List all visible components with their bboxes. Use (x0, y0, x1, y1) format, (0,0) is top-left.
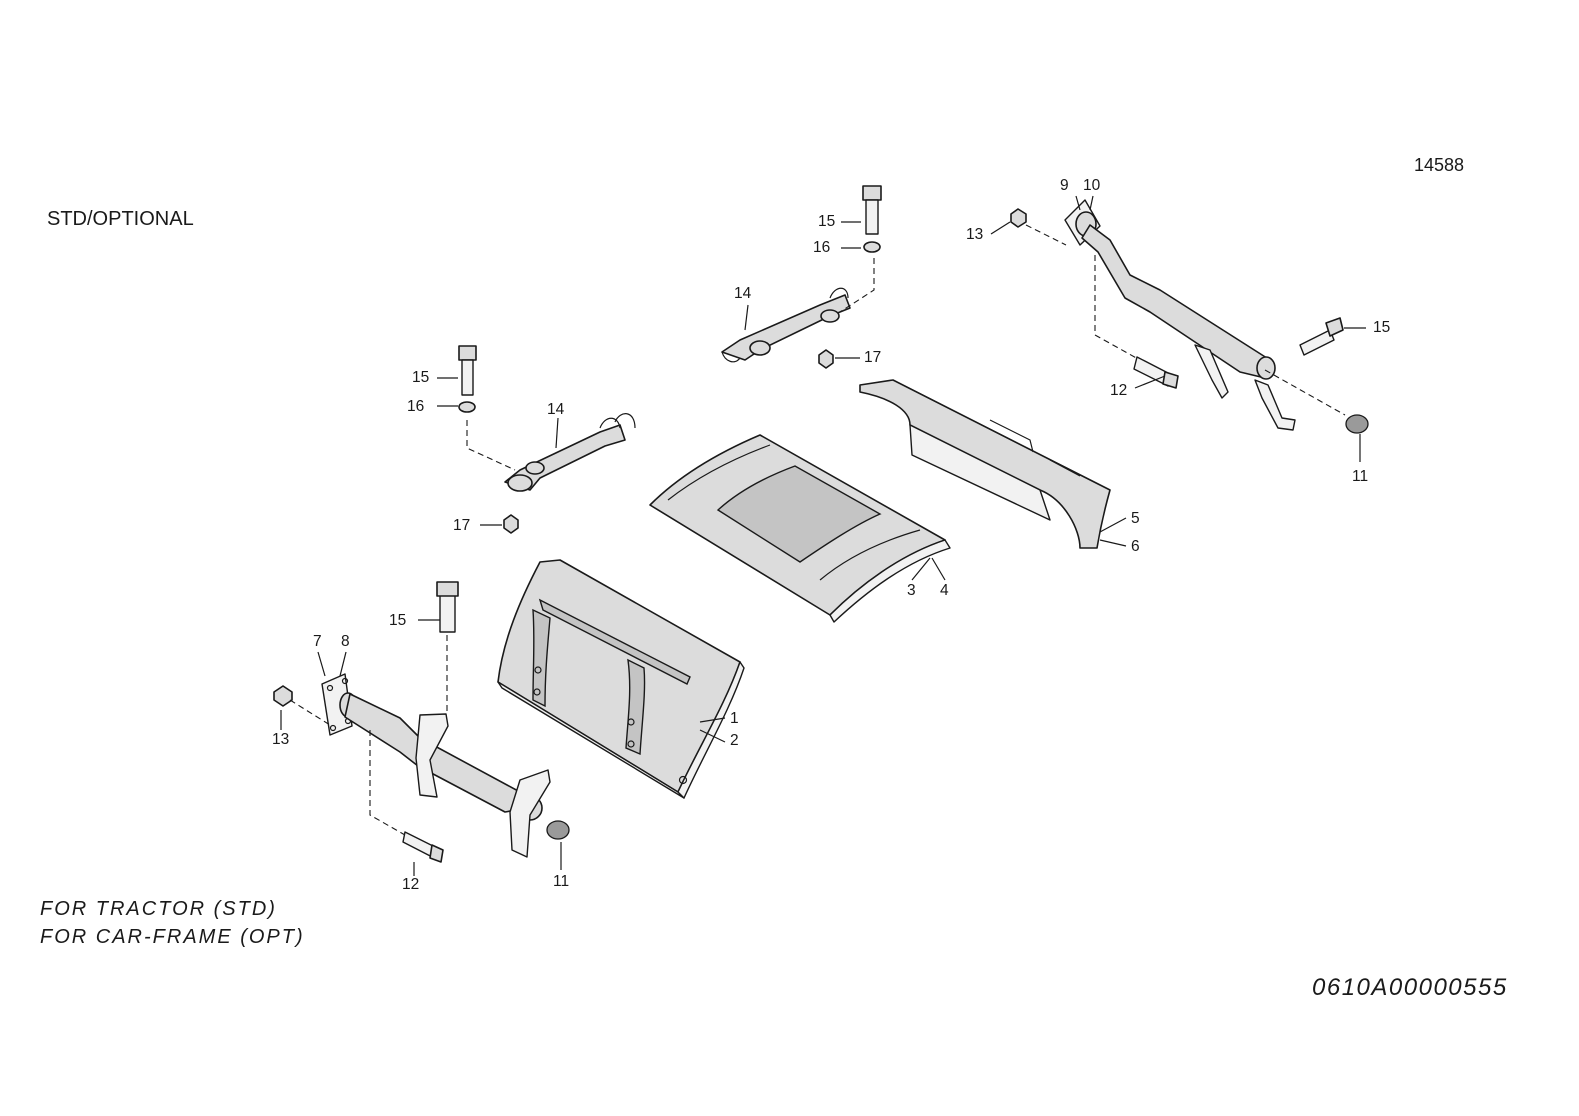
tube-bracket-lower (273, 581, 570, 863)
callout-17: 17 (453, 517, 471, 534)
callout-15: 15 (412, 369, 430, 386)
callout-8: 8 (341, 633, 350, 650)
callout-12: 12 (1110, 382, 1128, 399)
callout-16: 16 (407, 398, 425, 415)
callout-9: 9 (1060, 177, 1069, 194)
callout-16: 16 (813, 239, 831, 256)
callout-11: 11 (553, 873, 570, 890)
variant-label: STD/OPTIONAL (47, 208, 194, 230)
callout-leader-lines (280, 195, 1366, 876)
callout-6: 6 (1131, 538, 1140, 555)
callout-17: 17 (864, 349, 882, 366)
callout-4: 4 (940, 582, 949, 599)
callout-14: 14 (547, 401, 565, 418)
callout-10: 10 (1083, 177, 1101, 194)
callout-11: 11 (1352, 468, 1369, 485)
callout-15: 15 (818, 213, 836, 230)
callout-13: 13 (272, 731, 290, 748)
drawing-number: 14588 (1414, 155, 1465, 175)
callout-15: 15 (1373, 319, 1391, 336)
note-tractor: FOR TRACTOR (STD) (40, 898, 277, 920)
hinge-strap-right (721, 185, 882, 369)
callout-13: 13 (966, 226, 984, 243)
hinge-strap-left (458, 345, 636, 534)
callout-5: 5 (1131, 510, 1140, 527)
callout-15: 15 (389, 612, 407, 629)
note-car-frame: FOR CAR-FRAME (OPT) (40, 926, 305, 948)
callout-3: 3 (907, 582, 916, 599)
callout-12: 12 (402, 876, 420, 893)
callout-1: 1 (730, 710, 739, 727)
callout-2: 2 (730, 732, 739, 749)
callout-7: 7 (313, 633, 322, 650)
document-code: 0610A00000555 (1312, 974, 1508, 1001)
fender-panel-5-6 (859, 379, 1111, 549)
fender-panel-3-4 (649, 434, 951, 623)
fender-panel-1-2 (497, 559, 745, 799)
callout-14: 14 (734, 285, 752, 302)
tube-bracket-upper (1010, 199, 1369, 434)
